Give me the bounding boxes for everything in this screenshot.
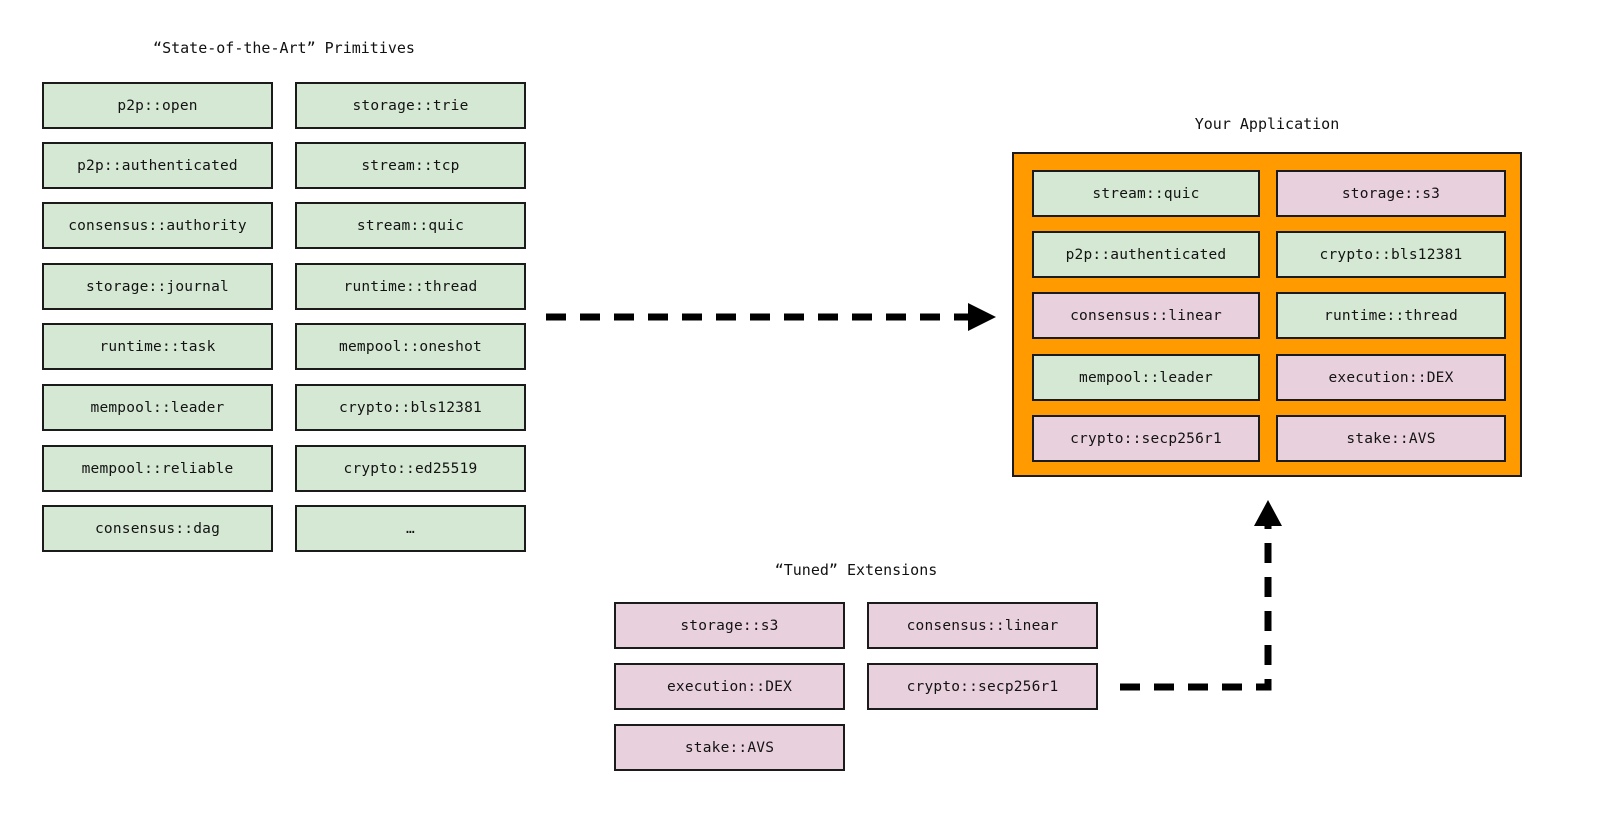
extension-box[interactable]: crypto::secp256r1 xyxy=(867,663,1098,710)
application-box[interactable]: crypto::secp256r1 xyxy=(1032,415,1260,462)
application-box[interactable]: stream::quic xyxy=(1032,170,1260,217)
extension-box[interactable]: storage::s3 xyxy=(614,602,845,649)
primitive-box[interactable]: crypto::bls12381 xyxy=(295,384,526,431)
primitive-box[interactable]: crypto::ed25519 xyxy=(295,445,526,492)
application-box[interactable]: stake::AVS xyxy=(1276,415,1506,462)
extensions-section-title: “Tuned” Extensions xyxy=(774,561,938,579)
primitive-box[interactable]: consensus::dag xyxy=(42,505,273,552)
primitive-box[interactable]: p2p::authenticated xyxy=(42,142,273,189)
arrow-extensions-to-application xyxy=(1120,500,1282,691)
primitive-box[interactable]: storage::trie xyxy=(295,82,526,129)
primitive-box[interactable]: consensus::authority xyxy=(42,202,273,249)
application-box[interactable]: storage::s3 xyxy=(1276,170,1506,217)
application-box[interactable]: crypto::bls12381 xyxy=(1276,231,1506,278)
application-box[interactable]: runtime::thread xyxy=(1276,292,1506,339)
application-section-title: Your Application xyxy=(1194,115,1340,133)
primitive-box[interactable]: p2p::open xyxy=(42,82,273,129)
primitive-box[interactable]: … xyxy=(295,505,526,552)
extension-box[interactable]: consensus::linear xyxy=(867,602,1098,649)
application-box[interactable]: p2p::authenticated xyxy=(1032,231,1260,278)
primitive-box[interactable]: runtime::task xyxy=(42,323,273,370)
arrow-primitives-to-application xyxy=(546,303,996,331)
primitive-box[interactable]: mempool::reliable xyxy=(42,445,273,492)
primitive-box[interactable]: stream::tcp xyxy=(295,142,526,189)
primitive-box[interactable]: storage::journal xyxy=(42,263,273,310)
primitive-box[interactable]: stream::quic xyxy=(295,202,526,249)
application-box[interactable]: mempool::leader xyxy=(1032,354,1260,401)
primitive-box[interactable]: mempool::oneshot xyxy=(295,323,526,370)
application-box[interactable]: execution::DEX xyxy=(1276,354,1506,401)
primitive-box[interactable]: mempool::leader xyxy=(42,384,273,431)
application-box[interactable]: consensus::linear xyxy=(1032,292,1260,339)
primitive-box[interactable]: runtime::thread xyxy=(295,263,526,310)
extension-box[interactable]: stake::AVS xyxy=(614,724,845,771)
extension-box[interactable]: execution::DEX xyxy=(614,663,845,710)
primitives-section-title: “State-of-the-Art” Primitives xyxy=(153,39,415,57)
